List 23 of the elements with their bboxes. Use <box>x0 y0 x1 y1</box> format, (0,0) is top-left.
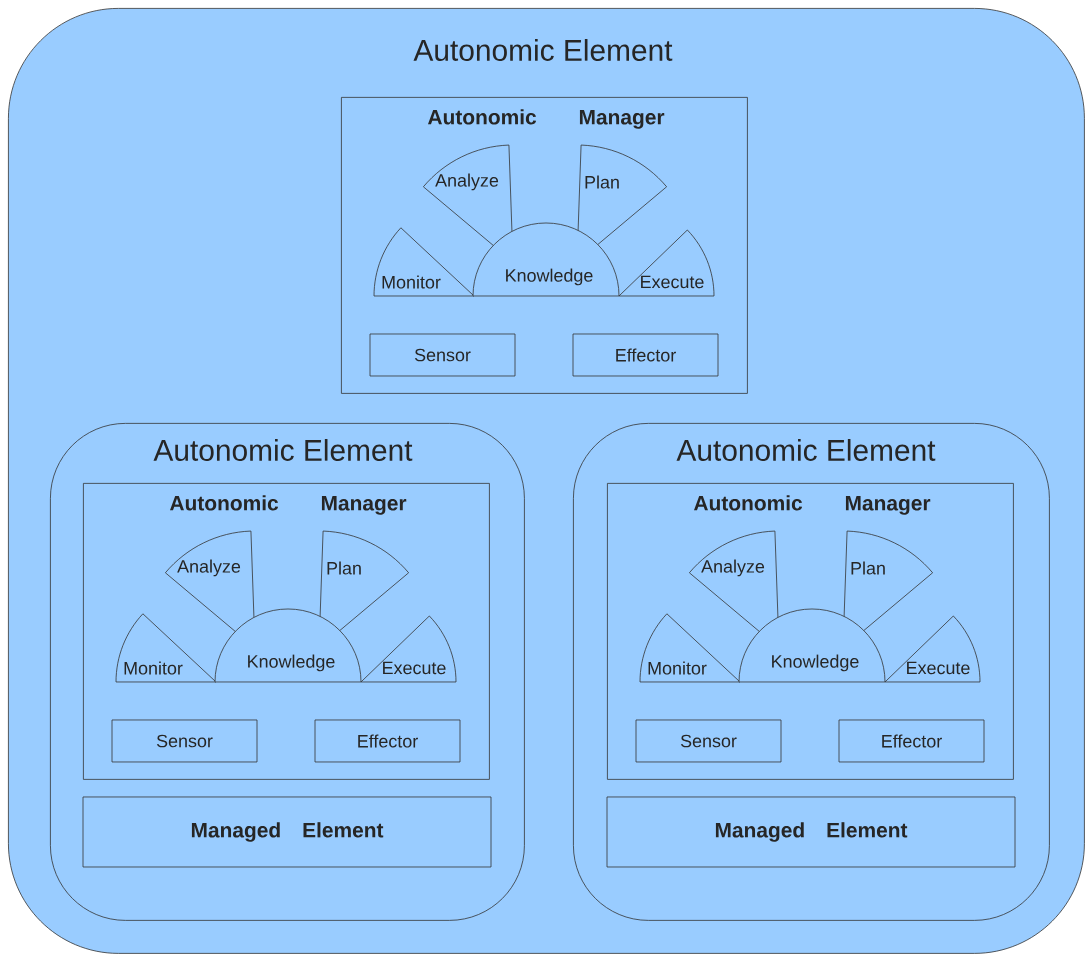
process-sector: Plan <box>842 530 934 649</box>
knowledge-semicircle: Knowledge <box>738 608 886 683</box>
process-sector: Execute <box>618 229 715 297</box>
knowledge-semicircle: Knowledge <box>214 608 362 683</box>
managed-element-box: Managed Element <box>82 796 492 868</box>
interface-box: Sensor <box>111 719 258 763</box>
process-sector: Execute <box>884 615 981 683</box>
process-sector: Monitor <box>373 227 475 297</box>
process-sector: Execute <box>360 615 457 683</box>
process-sector: Analyze <box>165 530 256 649</box>
process-sector: Monitor <box>639 613 741 683</box>
interface-box: Sensor <box>369 333 516 377</box>
process-sector: Analyze <box>423 144 514 263</box>
process-sector: Monitor <box>115 613 217 683</box>
interface-box: Effector <box>314 719 461 763</box>
process-sector: Plan <box>318 530 410 649</box>
managed-element-box: Managed Element <box>606 796 1016 868</box>
process-sector: Plan <box>576 144 668 263</box>
knowledge-semicircle: Knowledge <box>472 222 620 297</box>
interface-box: Effector <box>838 719 985 763</box>
process-sector: Analyze <box>689 530 780 649</box>
interface-box: Effector <box>572 333 719 377</box>
interface-box: Sensor <box>635 719 782 763</box>
